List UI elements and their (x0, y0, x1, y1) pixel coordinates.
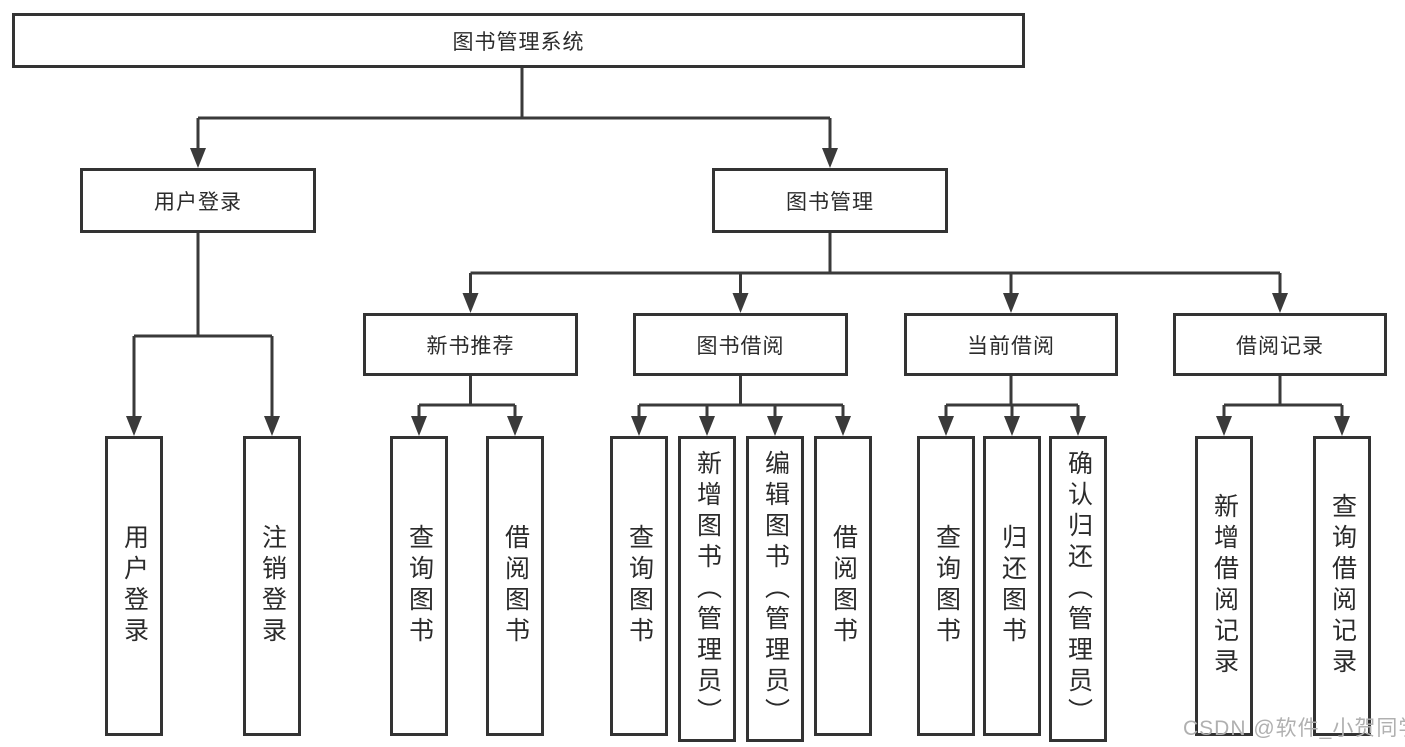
arrow-down-icon (938, 416, 954, 436)
csdn-watermark: CSDN @软件_小贺同学 (1183, 717, 1405, 740)
leaf-confirm-return-admin-label: 确认归还（管理员） (1064, 449, 1093, 729)
leaf-add-book-admin: 新增图书（管理员） (678, 436, 736, 742)
leaf-return-book: 归还图书 (983, 436, 1041, 736)
leaf-query-books: 查询图书 (390, 436, 448, 736)
leaf-query-books-label: 查询图书 (405, 524, 434, 648)
leaf-add-book-admin-label: 新增图书（管理员） (693, 449, 722, 729)
leaf-query-books-label: 查询图书 (625, 524, 654, 648)
arrow-down-icon (767, 416, 783, 436)
node-borrow-records-label: 借阅记录 (1236, 334, 1324, 358)
arrow-down-icon (631, 416, 647, 436)
arrow-down-icon (699, 416, 715, 436)
node-user-login-label: 用户登录 (154, 190, 242, 214)
arrow-down-icon (264, 416, 280, 436)
connector-new-book-recommend-to-leaves (411, 376, 523, 436)
leaf-query-books-label: 查询图书 (932, 524, 961, 648)
arrow-down-icon (732, 293, 749, 313)
leaf-logout-label: 注销登录 (258, 524, 287, 648)
node-book-borrow: 图书借阅 (633, 313, 848, 376)
connector-borrow-records-to-leaves (1216, 376, 1350, 436)
node-root-label: 图书管理系统 (452, 30, 585, 54)
arrow-down-icon (411, 416, 427, 436)
leaf-borrow-books-label: 借阅图书 (829, 524, 858, 648)
arrow-down-icon (822, 148, 838, 168)
leaf-edit-book-admin: 编辑图书（管理员） (746, 436, 804, 742)
leaf-confirm-return-admin: 确认归还（管理员） (1049, 436, 1107, 742)
leaf-borrow-books-label: 借阅图书 (501, 524, 530, 648)
leaf-user-login-label: 用户登录 (120, 524, 149, 648)
arrow-down-icon (462, 293, 479, 313)
leaf-borrow-books: 借阅图书 (486, 436, 544, 736)
node-current-borrow: 当前借阅 (904, 313, 1118, 376)
connector-book-borrow-to-leaves (631, 376, 851, 436)
node-new-book-recommend-label: 新书推荐 (426, 334, 515, 358)
connector-user-login-to-leaves (126, 233, 280, 436)
node-borrow-records: 借阅记录 (1173, 313, 1387, 376)
node-book-management-label: 图书管理 (786, 190, 874, 214)
leaf-add-borrow-record: 新增借阅记录 (1195, 436, 1253, 736)
node-user-login: 用户登录 (80, 168, 316, 233)
arrow-down-icon (507, 416, 523, 436)
arrow-down-icon (835, 416, 851, 436)
leaf-query-books: 查询图书 (610, 436, 668, 736)
node-root: 图书管理系统 (12, 13, 1025, 68)
connector-book-management-to-level3 (462, 233, 1288, 313)
arrow-down-icon (1003, 293, 1019, 313)
connector-current-borrow-to-leaves (938, 376, 1086, 436)
leaf-query-borrow-record-label: 查询借阅记录 (1328, 493, 1357, 679)
arrow-down-icon (1004, 416, 1020, 436)
leaf-edit-book-admin-label: 编辑图书（管理员） (761, 449, 790, 729)
leaf-logout: 注销登录 (243, 436, 301, 736)
arrow-down-icon (126, 416, 142, 436)
leaf-user-login: 用户登录 (105, 436, 163, 736)
arrow-down-icon (1334, 416, 1350, 436)
arrow-down-icon (1070, 416, 1086, 436)
arrow-down-icon (1272, 293, 1288, 313)
connector-root-to-level2 (190, 68, 838, 168)
node-book-borrow-label: 图书借阅 (696, 334, 785, 358)
leaf-return-book-label: 归还图书 (998, 524, 1027, 648)
leaf-borrow-books: 借阅图书 (814, 436, 872, 736)
arrow-down-icon (190, 148, 206, 168)
node-current-borrow-label: 当前借阅 (967, 334, 1055, 358)
node-book-management: 图书管理 (712, 168, 948, 233)
leaf-add-borrow-record-label: 新增借阅记录 (1210, 493, 1239, 679)
leaf-query-borrow-record: 查询借阅记录 (1313, 436, 1371, 736)
node-new-book-recommend: 新书推荐 (363, 313, 578, 376)
leaf-query-books: 查询图书 (917, 436, 975, 736)
arrow-down-icon (1216, 416, 1232, 436)
